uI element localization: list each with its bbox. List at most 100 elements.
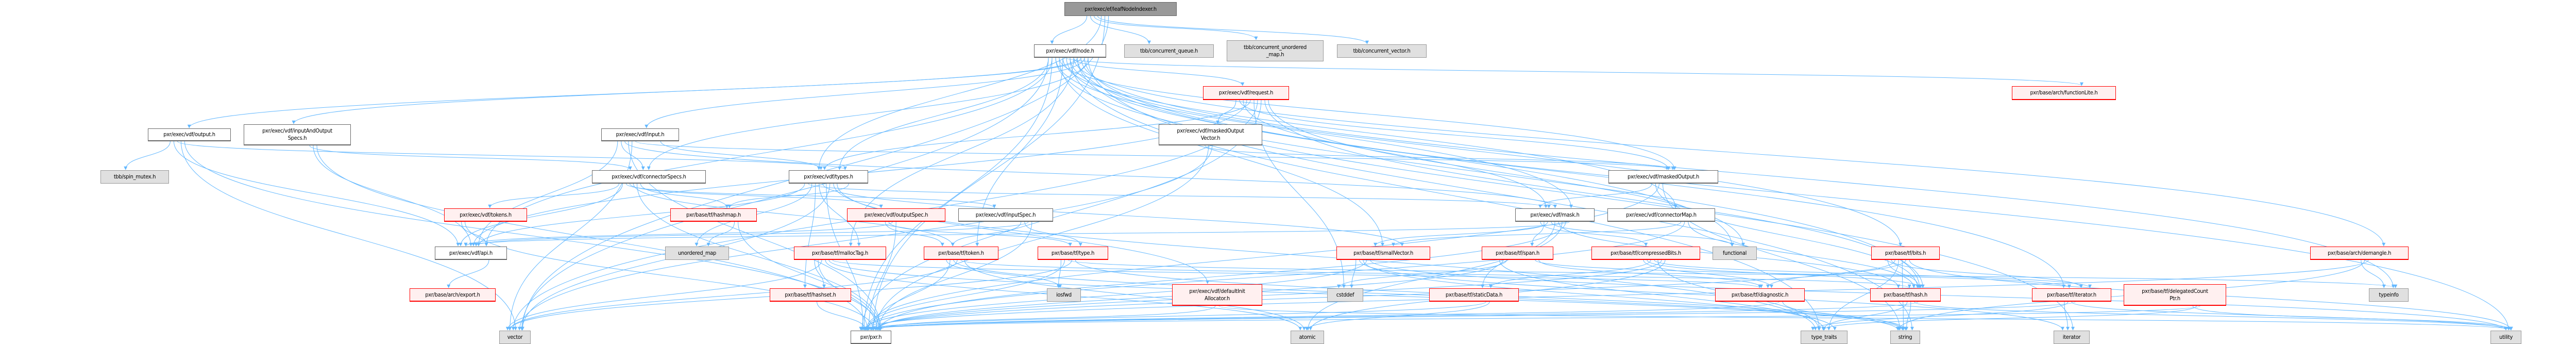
edge-connMap-to-smallVector xyxy=(1392,221,1682,247)
edge-mallocTag-to-vector xyxy=(505,259,822,331)
graph-node-atomic[interactable]: atomic xyxy=(1291,331,1324,344)
edge-connSpecs-to-api xyxy=(459,183,623,247)
graph-node-hashset[interactable]: pxr/base/tf/hashset.h xyxy=(770,288,851,302)
graph-node-type[interactable]: pxr/base/tf/type.h xyxy=(1038,247,1108,260)
edge-node-to-output xyxy=(187,57,1078,128)
graph-node-iteratorh[interactable]: pxr/base/tf/iterator.h xyxy=(2032,288,2111,302)
graph-node-hash[interactable]: pxr/base/tf/hash.h xyxy=(1870,288,1941,302)
graph-node-cstddef[interactable]: cstddef xyxy=(1327,288,1363,302)
edge-node-to-type_traits xyxy=(1070,57,1821,331)
graph-node-types[interactable]: pxr/exec/vdf/types.h xyxy=(789,170,868,184)
edge-bits-to-pxr xyxy=(869,259,1906,331)
graph-node-utility[interactable]: utility xyxy=(2490,331,2521,344)
graph-node-mallocTag[interactable]: pxr/base/tf/mallocTag.h xyxy=(794,247,886,260)
graph-node-spin[interactable]: tbb/spin_mutex.h xyxy=(100,170,169,184)
graph-node-iterator[interactable]: iterator xyxy=(2054,331,2090,344)
edge-connSpecs-to-tokens xyxy=(488,183,619,208)
graph-node-request[interactable]: pxr/exec/vdf/request.h xyxy=(1203,86,1289,100)
graph-node-cv[interactable]: tbb/concurrent_vector.h xyxy=(1337,44,1427,58)
edge-ioSpecs-to-connSpecs xyxy=(309,145,632,170)
graph-node-mask[interactable]: pxr/exec/vdf/mask.h xyxy=(1515,208,1595,222)
edge-compressedBits-to-iteratorh xyxy=(1654,259,2092,288)
edge-types-to-api xyxy=(477,183,805,247)
graph-node-maskedOutput[interactable]: pxr/exec/vdf/maskedOutput.h xyxy=(1608,170,1718,184)
graph-node-diagnostic[interactable]: pxr/base/tf/diagnostic.h xyxy=(1715,288,1805,302)
edge-connSpecs-to-inputSpec xyxy=(625,183,996,208)
edge-request-to-mask xyxy=(1243,100,1548,208)
graph-node-smallVector[interactable]: pxr/base/tf/smallVector.h xyxy=(1336,247,1430,260)
graph-node-mov[interactable]: pxr/exec/vdf/maskedOutput Vector.h xyxy=(1159,124,1262,145)
graph-node-dcp[interactable]: pxr/base/tf/delegatedCount Ptr.h xyxy=(2124,284,2226,306)
graph-node-cq[interactable]: tbb/concurrent_queue.h xyxy=(1124,44,1214,58)
edge-staticData-to-pxr xyxy=(866,301,1486,331)
edge-root-to-cq xyxy=(1090,15,1151,44)
graph-node-node[interactable]: pxr/exec/vdf/node.h xyxy=(1034,44,1106,58)
graph-node-demangle[interactable]: pxr/base/arch/demangle.h xyxy=(2310,247,2409,260)
edge-token-to-hash xyxy=(960,259,1911,288)
graph-node-connSpecs[interactable]: pxr/exec/vdf/connectorSpecs.h xyxy=(592,170,706,184)
graph-node-outputSpec[interactable]: pxr/exec/vdf/outputSpec.h xyxy=(847,208,945,222)
graph-node-umap[interactable]: unordered_map xyxy=(665,247,729,260)
graph-node-functionLite[interactable]: pxr/base/arch/functionLite.h xyxy=(2012,86,2116,100)
edge-tokens-to-pxr xyxy=(465,221,876,331)
graph-node-compressedBits[interactable]: pxr/base/tf/compressedBits.h xyxy=(1591,247,1700,260)
graph-node-output[interactable]: pxr/exec/vdf/output.h xyxy=(148,128,231,141)
edge-iteratorh-to-type_traits xyxy=(1811,301,2069,331)
edge-diagnostic-to-string xyxy=(1782,301,1907,331)
graph-node-span[interactable]: pxr/base/tf/span.h xyxy=(1482,247,1553,260)
graph-node-export[interactable]: pxr/base/arch/export.h xyxy=(410,288,496,302)
graph-node-string[interactable]: string xyxy=(1890,331,1920,344)
graph-node-cum[interactable]: tbb/concurrent_unordered _map.h xyxy=(1227,40,1324,61)
graph-node-root[interactable]: pxr/exec/ef/leafNodeIndexer.h xyxy=(1064,2,1177,16)
edge-mov-to-maskedOutput xyxy=(1205,145,1669,170)
graph-node-iosfwd[interactable]: iosfwd xyxy=(1047,288,1081,302)
graph-node-dia[interactable]: pxr/exec/vdf/defaultInit Allocator.h xyxy=(1172,284,1262,306)
edge-node-to-vector xyxy=(520,57,1049,331)
graph-node-type_traits[interactable]: type_traits xyxy=(1801,331,1848,344)
edge-bits-to-hash xyxy=(1887,259,1921,288)
graph-node-typeinfo[interactable]: typeinfo xyxy=(2369,288,2409,302)
edge-node-to-input xyxy=(645,57,1085,128)
edge-dia-to-utility xyxy=(1218,305,2513,331)
edge-dcp-to-pxr xyxy=(867,305,2200,331)
edge-node-to-iteratorh xyxy=(1077,57,2065,288)
edge-outputSpec-to-api xyxy=(464,221,893,247)
graph-node-pxr[interactable]: pxr/pxr.h xyxy=(851,331,891,344)
edge-node-to-typeinfo xyxy=(1080,57,2395,288)
edge-node-to-mask xyxy=(1055,57,1573,208)
graph-node-ioSpecs[interactable]: pxr/exec/vdf/inputAndOutput Specs.h xyxy=(244,124,351,145)
edge-mov-to-vector xyxy=(517,145,1213,331)
edge-demangle-to-pxr xyxy=(859,259,2369,331)
graph-node-staticData[interactable]: pxr/base/tf/staticData.h xyxy=(1429,288,1519,302)
edge-inputSpec-to-pxr xyxy=(877,221,1032,331)
graph-node-tokens[interactable]: pxr/exec/vdf/tokens.h xyxy=(444,208,527,222)
edge-api-to-export xyxy=(447,259,489,288)
edge-compressedBits-to-staticData xyxy=(1489,259,1651,288)
edge-mallocTag-to-string xyxy=(828,259,1904,331)
graph-node-input[interactable]: pxr/exec/vdf/input.h xyxy=(601,128,679,141)
edge-input-to-connSpecs xyxy=(621,141,645,170)
graph-node-functional[interactable]: functional xyxy=(1713,247,1757,260)
edge-node-to-maskedOutput xyxy=(1059,57,1676,170)
graph-node-api[interactable]: pxr/exec/vdf/api.h xyxy=(435,247,507,260)
edge-node-to-types xyxy=(838,57,1049,170)
edge-root-to-types xyxy=(817,15,1102,170)
edge-tokens-to-api xyxy=(461,221,488,247)
edge-hashmap-to-pxr xyxy=(738,221,881,331)
edge-mask-to-api xyxy=(464,221,1570,247)
edge-request-to-maskedOutput xyxy=(1239,100,1671,170)
graph-node-vector[interactable]: vector xyxy=(499,331,531,344)
edge-mallocTag-to-hashset xyxy=(814,259,826,288)
graph-node-inputSpec[interactable]: pxr/exec/vdf/inputSpec.h xyxy=(958,208,1053,222)
edge-ioSpecs-to-api xyxy=(313,145,473,247)
edge-compressedBits-to-diagnostic xyxy=(1643,259,1773,288)
graph-node-token[interactable]: pxr/base/tf/token.h xyxy=(924,247,998,260)
edge-output-to-api xyxy=(173,141,460,247)
graph-node-connMap[interactable]: pxr/exec/vdf/connectorMap.h xyxy=(1607,208,1715,222)
edge-type-to-iosfwd xyxy=(1057,259,1061,288)
edge-smallVector-to-pxr xyxy=(863,259,1367,331)
graph-node-hashmap[interactable]: pxr/base/tf/hashmap.h xyxy=(670,208,757,222)
edge-diagnostic-to-pxr xyxy=(871,301,1780,331)
edge-output-to-spin xyxy=(124,141,171,170)
graph-node-bits[interactable]: pxr/base/tf/bits.h xyxy=(1871,247,1940,260)
